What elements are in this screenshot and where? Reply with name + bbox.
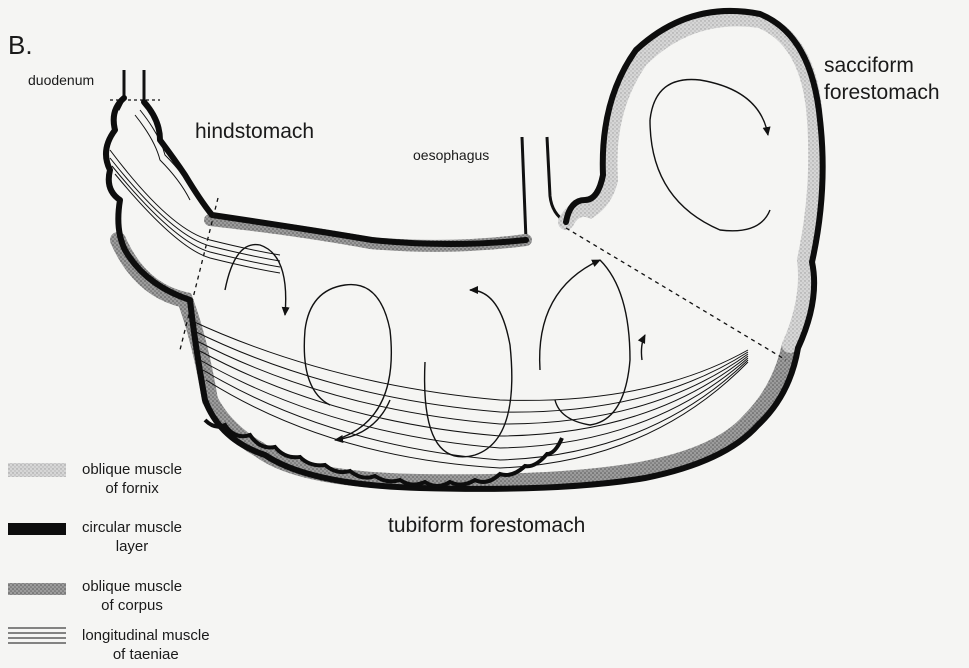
legend-text: oblique muscle <box>82 460 182 479</box>
legend-label-taeniae: longitudinal muscle of taeniae <box>82 626 210 664</box>
taeniae-muscle-lines <box>110 110 748 468</box>
flow-arrow-hind <box>225 245 286 315</box>
legend-swatch-taeniae <box>8 628 66 643</box>
label-sacciform-line1: sacciform <box>824 52 940 79</box>
label-sacciform-line2: forestomach <box>824 79 940 106</box>
flow-arrow-loop3 <box>540 260 600 370</box>
label-sacciform: sacciform forestomach <box>824 52 940 106</box>
label-hindstomach: hindstomach <box>195 120 314 144</box>
legend-text: of taeniae <box>82 645 210 664</box>
legend-text: circular muscle <box>82 518 182 537</box>
legend-swatch-oblique-fornix <box>8 463 66 477</box>
legend-swatch-circular-muscle <box>8 523 66 535</box>
label-tubiform: tubiform forestomach <box>388 514 585 538</box>
tubi-sacci-boundary <box>566 228 786 360</box>
legend-text: of fornix <box>82 479 182 498</box>
flow-arrow-loop1 <box>304 285 391 440</box>
legend-label-oblique-corpus: oblique muscle of corpus <box>82 577 182 615</box>
flow-arrow-sacci <box>650 80 768 136</box>
legend-label-circular-muscle: circular muscle layer <box>82 518 182 556</box>
label-oesophagus: oesophagus <box>413 147 489 163</box>
flow-arrow-loop2 <box>425 290 512 457</box>
panel-letter: B. <box>8 30 33 61</box>
legend-text: of corpus <box>82 596 182 615</box>
legend-text: layer <box>82 537 182 556</box>
flow-arrow-sacci-return <box>650 120 770 231</box>
flow-arrow-loop4 <box>641 335 645 360</box>
flow-arrow-loop3b <box>555 260 630 425</box>
legend-swatch-oblique-corpus <box>8 583 66 595</box>
label-duodenum: duodenum <box>28 72 94 88</box>
legend-label-oblique-fornix: oblique muscle of fornix <box>82 460 182 498</box>
legend-text: oblique muscle <box>82 577 182 596</box>
legend-text: longitudinal muscle <box>82 626 210 645</box>
